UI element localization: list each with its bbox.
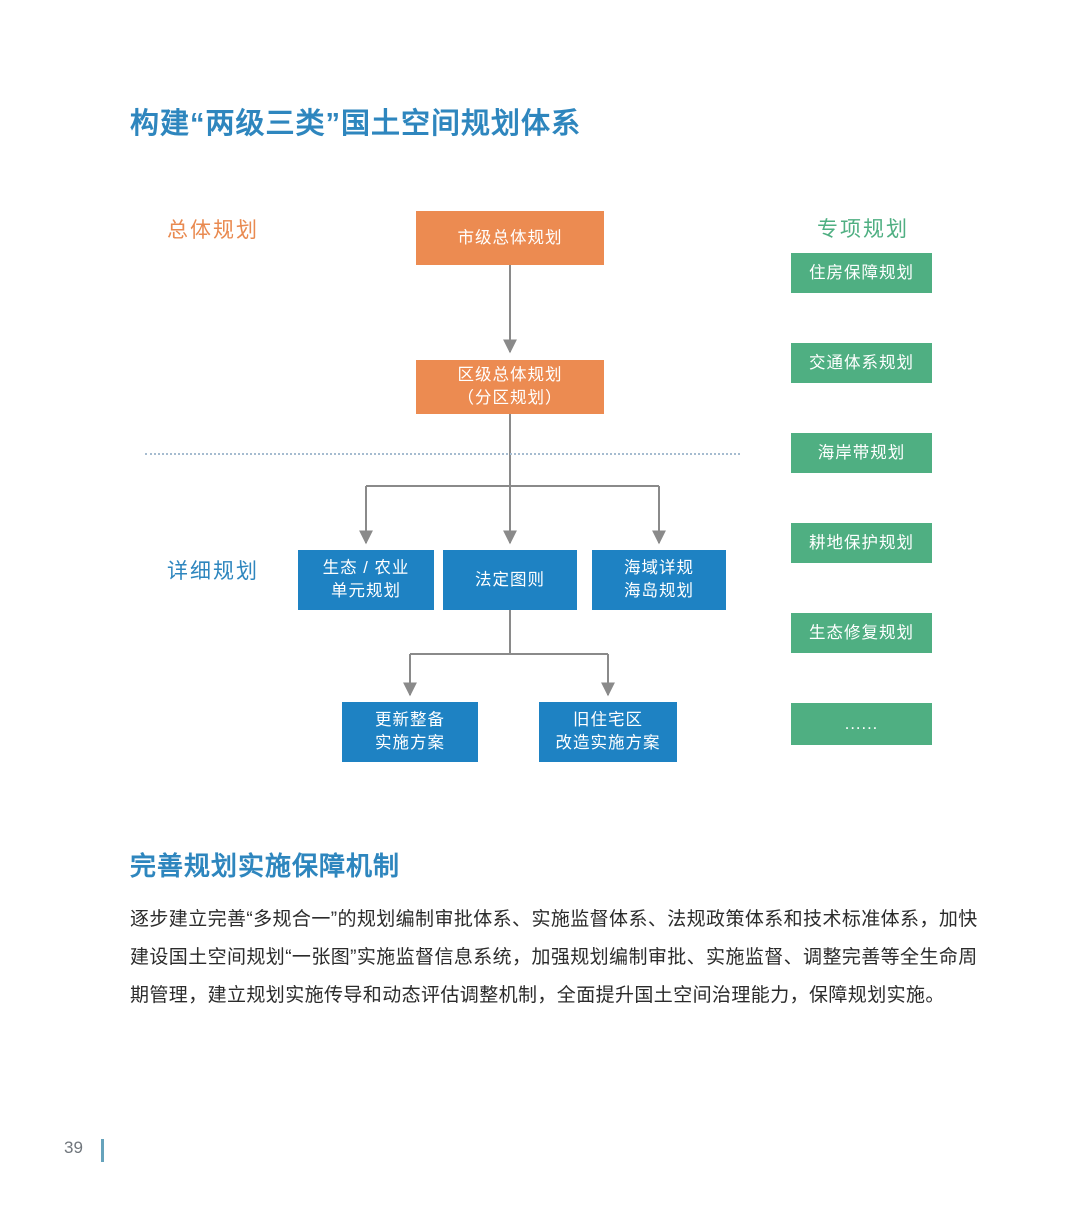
box-label: 旧住宅区 bbox=[573, 711, 643, 729]
box-old-residential-renovation-plan: 旧住宅区 改造实施方案 bbox=[539, 702, 677, 762]
box-label: 海岸带规划 bbox=[817, 443, 906, 462]
page-number: 39 bbox=[64, 1138, 83, 1157]
box-label: 住房保障规划 bbox=[809, 263, 914, 282]
box-renewal-implementation-plan: 更新整备 实施方案 bbox=[342, 702, 478, 762]
box-label: 区级总体规划 bbox=[457, 366, 563, 384]
box-more-special-plans: ...... bbox=[791, 703, 932, 745]
tier-divider-dotted-line bbox=[145, 453, 740, 455]
box-label-line2: 单元规划 bbox=[331, 582, 401, 600]
label-detailed-planning: 详细规划 bbox=[167, 560, 259, 583]
paragraph-line: 期管理，建立规划实施传导和动态评估调整机制，全面提升国土空间治理能力，保障规划实… bbox=[130, 985, 945, 1006]
box-ecological-restoration-plan: 生态修复规划 bbox=[791, 613, 932, 653]
box-label: 法定图则 bbox=[475, 570, 545, 589]
box-label-line2: 改造实施方案 bbox=[555, 734, 661, 752]
box-coastal-zone-plan: 海岸带规划 bbox=[791, 433, 932, 473]
box-municipal-overall-plan: 市级总体规划 bbox=[416, 211, 604, 265]
box-label: 耕地保护规划 bbox=[809, 533, 914, 552]
box-housing-security-plan: 住房保障规划 bbox=[791, 253, 932, 293]
box-label-line2: 实施方案 bbox=[375, 734, 445, 752]
footer-divider-bar bbox=[101, 1139, 104, 1162]
box-label: 生态修复规划 bbox=[809, 623, 914, 642]
box-label-line2: 海岛规划 bbox=[624, 582, 694, 600]
page-title: 构建“两级三类”国土空间规划体系 bbox=[130, 108, 582, 140]
box-sea-area-island-plan: 海域详规 海岛规划 bbox=[592, 550, 726, 610]
box-label: 交通体系规划 bbox=[809, 353, 914, 372]
box-farmland-protection-plan: 耕地保护规划 bbox=[791, 523, 932, 563]
section-title-implementation-guarantee: 完善规划实施保障机制 bbox=[130, 851, 401, 881]
box-label: ...... bbox=[844, 714, 879, 733]
box-statutory-plan: 法定图则 bbox=[443, 550, 577, 610]
box-label: 更新整备 bbox=[375, 711, 445, 729]
paragraph-line: 建设国土空间规划“一张图”实施监督信息系统，加强规划编制审批、实施监督、调整完善… bbox=[130, 947, 978, 968]
box-label: 市级总体规划 bbox=[457, 228, 563, 247]
box-label-line2: （分区规划） bbox=[457, 389, 563, 407]
paragraph-line: 逐步建立完善“多规合一”的规划编制审批体系、实施监督体系、法规政策体系和技术标准… bbox=[130, 909, 978, 930]
box-label: 生态 / 农业 bbox=[322, 559, 410, 577]
label-special-planning: 专项规划 bbox=[817, 218, 909, 241]
box-ecology-agriculture-unit-plan: 生态 / 农业 单元规划 bbox=[298, 550, 434, 610]
label-overall-planning: 总体规划 bbox=[167, 219, 259, 242]
box-district-overall-plan: 区级总体规划 （分区规划） bbox=[416, 360, 604, 414]
box-label: 海域详规 bbox=[624, 559, 694, 577]
box-transport-system-plan: 交通体系规划 bbox=[791, 343, 932, 383]
